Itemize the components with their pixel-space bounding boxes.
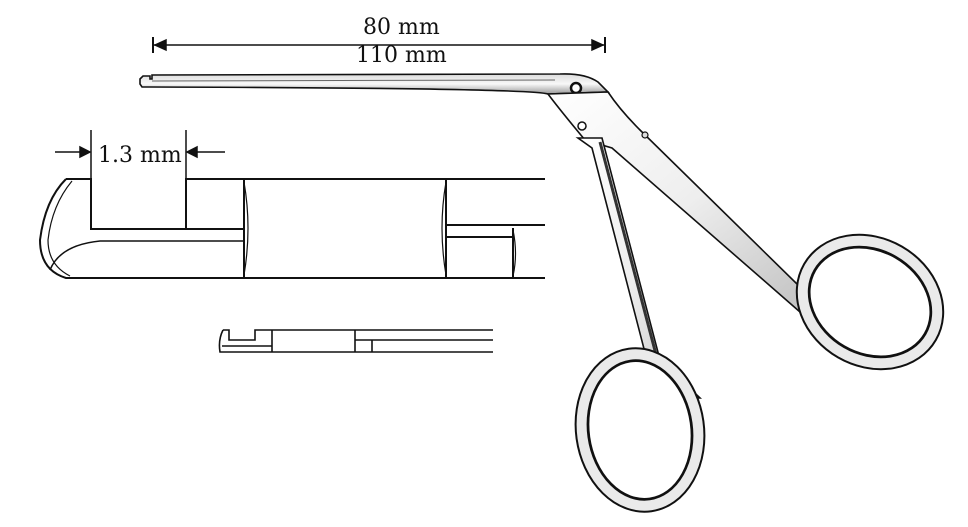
length-dimension-line xyxy=(152,37,606,53)
instrument-shaft xyxy=(139,73,610,95)
jaw-width-label: 1.3 mm xyxy=(98,143,182,168)
length-label-110mm: 110 mm xyxy=(356,43,447,68)
arrowhead-right-icon xyxy=(591,38,605,52)
jaw-detail-actual xyxy=(218,329,493,353)
arrow-left-icon xyxy=(185,145,198,159)
length-label-80mm: 80 mm xyxy=(361,15,442,40)
arrowhead-left-icon xyxy=(153,38,167,52)
arrow-right-icon xyxy=(79,145,92,159)
instrument-handles xyxy=(546,91,945,513)
pivot-screw-icon xyxy=(569,81,583,95)
jaw-detail-enlarged xyxy=(38,178,545,279)
rivet-icon xyxy=(577,121,587,131)
